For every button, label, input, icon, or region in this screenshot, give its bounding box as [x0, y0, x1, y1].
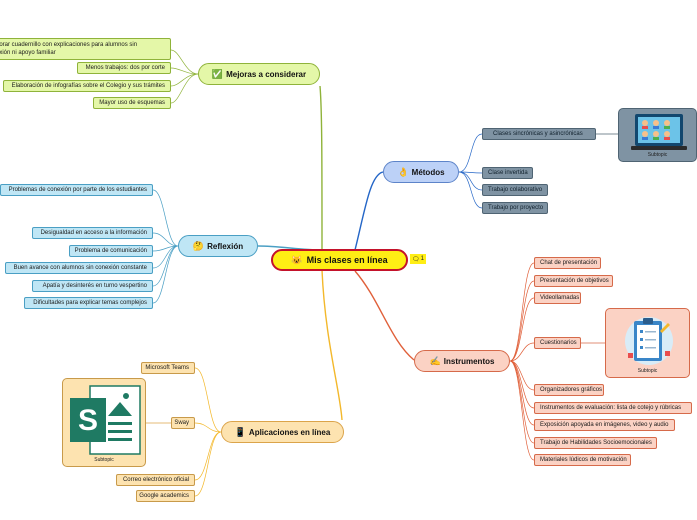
- aplicaciones-item[interactable]: Microsoft Teams: [141, 362, 195, 374]
- mejoras-item-label: Mayor uso de esquemas: [99, 100, 165, 106]
- check-mark-icon: ✅: [211, 68, 224, 79]
- instrumentos-item[interactable]: Chat de presentación: [534, 257, 601, 269]
- subtopic-video-call-card[interactable]: Subtopic: [618, 108, 697, 162]
- instrumentos-item[interactable]: Presentación de objetivos: [534, 275, 613, 287]
- central-topic-label: Mis clases en línea: [306, 255, 388, 265]
- subtopic-label: Subtopic: [637, 368, 658, 374]
- mobile-phone-icon: 📱: [234, 426, 246, 437]
- aplicaciones-item[interactable]: Correo electrónico oficial: [116, 474, 195, 486]
- instrumentos-item[interactable]: Videollamadas: [534, 292, 581, 304]
- topic-instrumentos-label: Instrumentos: [443, 356, 495, 366]
- instrumentos-item-label: Cuestionarios: [540, 340, 577, 346]
- reflexion-item[interactable]: Buen avance con alumnos sin conexión con…: [5, 262, 153, 274]
- writing-hand-icon: ✍️: [429, 355, 441, 366]
- instrumentos-item[interactable]: Trabajo de Habilidades Socioemocionales: [534, 437, 657, 449]
- comment-count: 1: [420, 256, 424, 262]
- aplicaciones-item-label: Correo electrónico oficial: [122, 477, 189, 483]
- reflexion-item[interactable]: Desigualdad en acceso a la información: [32, 227, 153, 239]
- topic-aplicaciones[interactable]: 📱 Aplicaciones en línea: [221, 421, 344, 443]
- instrumentos-item-label: Videollamadas: [540, 295, 580, 301]
- subtopic-label: Subtopic: [94, 457, 114, 463]
- aplicaciones-item[interactable]: Sway: [171, 417, 195, 429]
- metodos-item[interactable]: Clase invertida: [482, 167, 533, 179]
- video-call-icon: [631, 114, 687, 150]
- mejoras-item-label: Elaboración de infografías sobre el Cole…: [11, 83, 165, 89]
- topic-reflexion-label: Reflexión: [207, 241, 244, 251]
- instrumentos-item[interactable]: Instrumentos de evaluación: lista de cot…: [534, 402, 692, 414]
- topic-mejoras[interactable]: ✅ Mejoras a considerar: [198, 63, 320, 85]
- reflexion-item[interactable]: Problema de comunicación: [69, 245, 153, 257]
- mejoras-item[interactable]: Menos trabajos: dos por corte: [77, 62, 171, 74]
- metodos-item-label: Clases sincrónicas y asincrónicas: [493, 131, 583, 137]
- instrumentos-item[interactable]: Organizadores gráficos: [534, 384, 604, 396]
- comment-badge[interactable]: 🗨 1: [410, 254, 426, 264]
- reflexion-item-label: Problema de comunicación: [74, 248, 147, 254]
- aplicaciones-item-label: Microsoft Teams: [145, 365, 189, 371]
- reflexion-item-label: Dificultades para explicar temas complej…: [33, 300, 147, 306]
- topic-metodos-label: Métodos: [411, 167, 445, 177]
- instrumentos-item-label: Materiales lúdicos de motivación: [540, 457, 627, 463]
- topic-reflexion[interactable]: 🤔 Reflexión: [178, 235, 258, 257]
- metodos-item[interactable]: Clases sincrónicas y asincrónicas: [482, 128, 596, 140]
- mejoras-item[interactable]: Elaboración de infografías sobre el Cole…: [3, 80, 171, 92]
- reflexion-item-label: Desigualdad en acceso a la información: [40, 230, 147, 236]
- comment-icon: 🗨: [412, 256, 420, 263]
- subtopic-clipboard-card[interactable]: Subtopic: [605, 308, 690, 378]
- instrumentos-item-label: Presentación de objetivos: [540, 278, 609, 284]
- central-topic[interactable]: 😺 Mis clases en línea: [271, 249, 408, 271]
- metodos-item-label: Clase invertida: [488, 170, 528, 176]
- metodos-item[interactable]: Trabajo colaborativo: [482, 184, 548, 196]
- instrumentos-item[interactable]: Cuestionarios: [534, 337, 581, 349]
- aplicaciones-item-label: Sway: [174, 420, 189, 426]
- metodos-item-label: Trabajo colaborativo: [488, 187, 543, 193]
- reflexion-item[interactable]: Problemas de conexión por parte de los e…: [0, 184, 153, 196]
- topic-instrumentos[interactable]: ✍️ Instrumentos: [414, 350, 510, 372]
- topic-mejoras-label: Mejoras a considerar: [226, 69, 307, 79]
- instrumentos-item-label: Instrumentos de evaluación: lista de cot…: [540, 405, 682, 411]
- subtopic-label: Subtopic: [647, 152, 668, 158]
- metodos-item[interactable]: Trabajo por proyecto: [482, 202, 548, 214]
- instrumentos-item[interactable]: Exposición apoyada en imágenes, video y …: [534, 419, 675, 431]
- instrumentos-item-label: Chat de presentación: [540, 260, 598, 266]
- subtopic-sway-card[interactable]: S Subtopic: [62, 378, 146, 467]
- reflexion-item-label: Problemas de conexión por parte de los e…: [8, 187, 147, 193]
- mejoras-item[interactable]: Mayor uso de esquemas: [93, 97, 171, 109]
- thinking-face-icon: 🤔: [192, 240, 205, 251]
- cat-face-icon: 😺: [291, 254, 303, 265]
- sway-logo-icon: S: [70, 385, 141, 455]
- instrumentos-item-label: Trabajo de Habilidades Socioemocionales: [540, 440, 652, 446]
- clipboard-checklist-icon: [625, 317, 673, 365]
- reflexion-item[interactable]: Apatía y desinterés en turno vespertino: [32, 280, 153, 292]
- svg-text:S: S: [78, 404, 98, 437]
- ok-hand-icon: 👌: [397, 166, 409, 177]
- reflexion-item[interactable]: Dificultades para explicar temas complej…: [24, 297, 153, 309]
- reflexion-item-label: Apatía y desinterés en turno vespertino: [42, 283, 147, 289]
- aplicaciones-item-label: Google academics: [139, 493, 189, 499]
- aplicaciones-item[interactable]: Google academics: [136, 490, 195, 502]
- metodos-item-label: Trabajo por proyecto: [488, 205, 544, 211]
- topic-metodos[interactable]: 👌 Métodos: [383, 161, 459, 183]
- reflexion-item-label: Buen avance con alumnos sin conexión con…: [13, 265, 147, 271]
- mejoras-item-label: Menos trabajos: dos por corte: [85, 65, 165, 71]
- instrumentos-item-label: Exposición apoyada en imágenes, video y …: [540, 422, 669, 428]
- instrumentos-item-label: Organizadores gráficos: [540, 387, 603, 393]
- mejoras-item-label: borar cuadernillo con explicaciones para…: [0, 42, 138, 56]
- mejoras-item[interactable]: borar cuadernillo con explicaciones para…: [0, 38, 171, 60]
- instrumentos-item[interactable]: Materiales lúdicos de motivación: [534, 454, 631, 466]
- topic-aplicaciones-label: Aplicaciones en línea: [248, 427, 331, 437]
